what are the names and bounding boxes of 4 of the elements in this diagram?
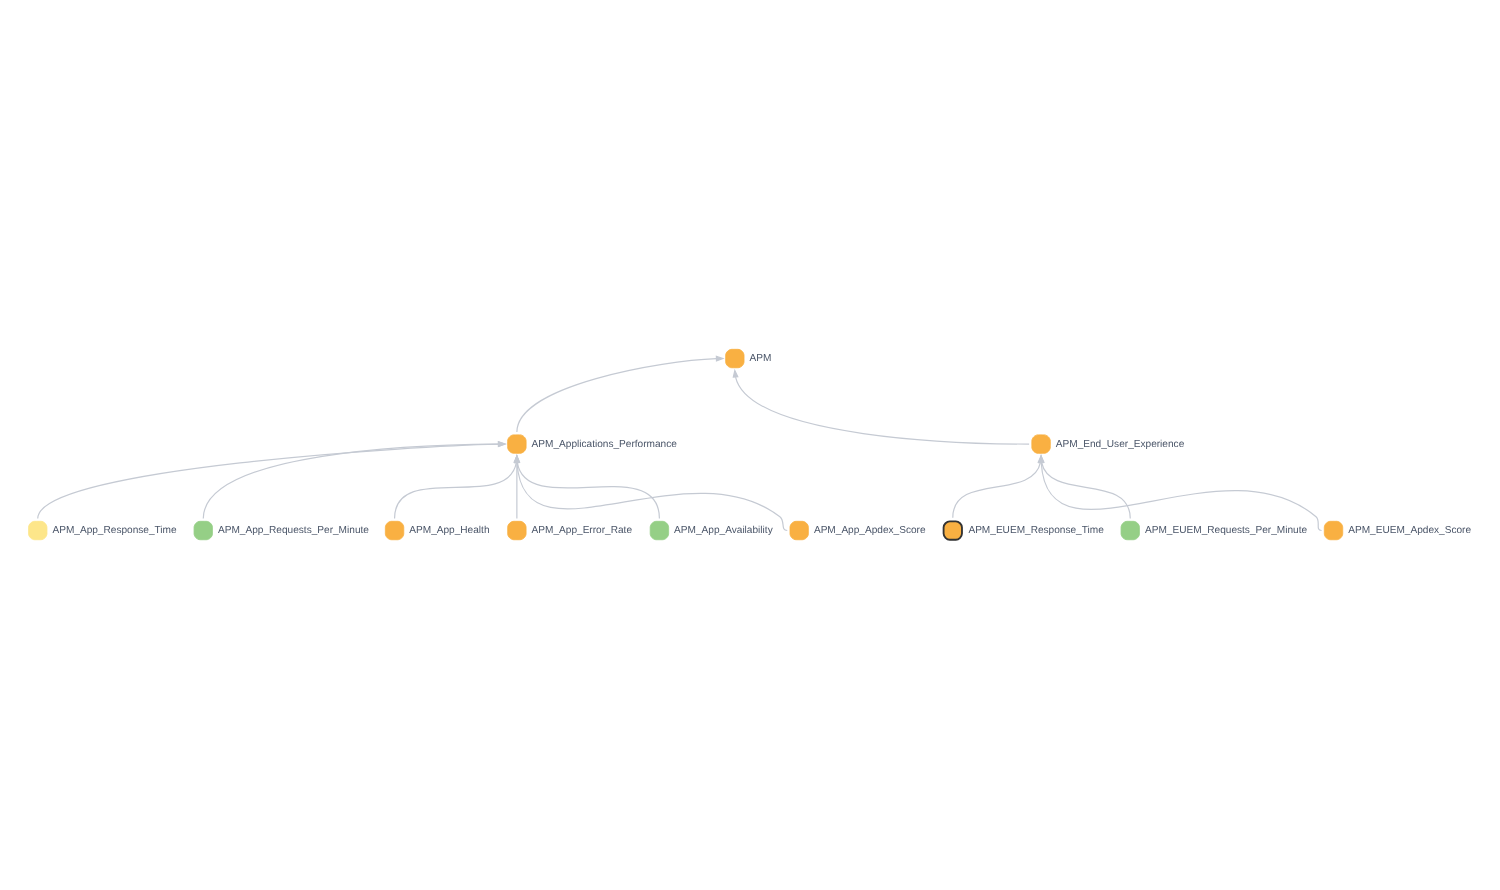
arrow [516,355,725,433]
arrow [37,441,507,520]
arrow [202,441,507,520]
arrow [732,368,1030,445]
